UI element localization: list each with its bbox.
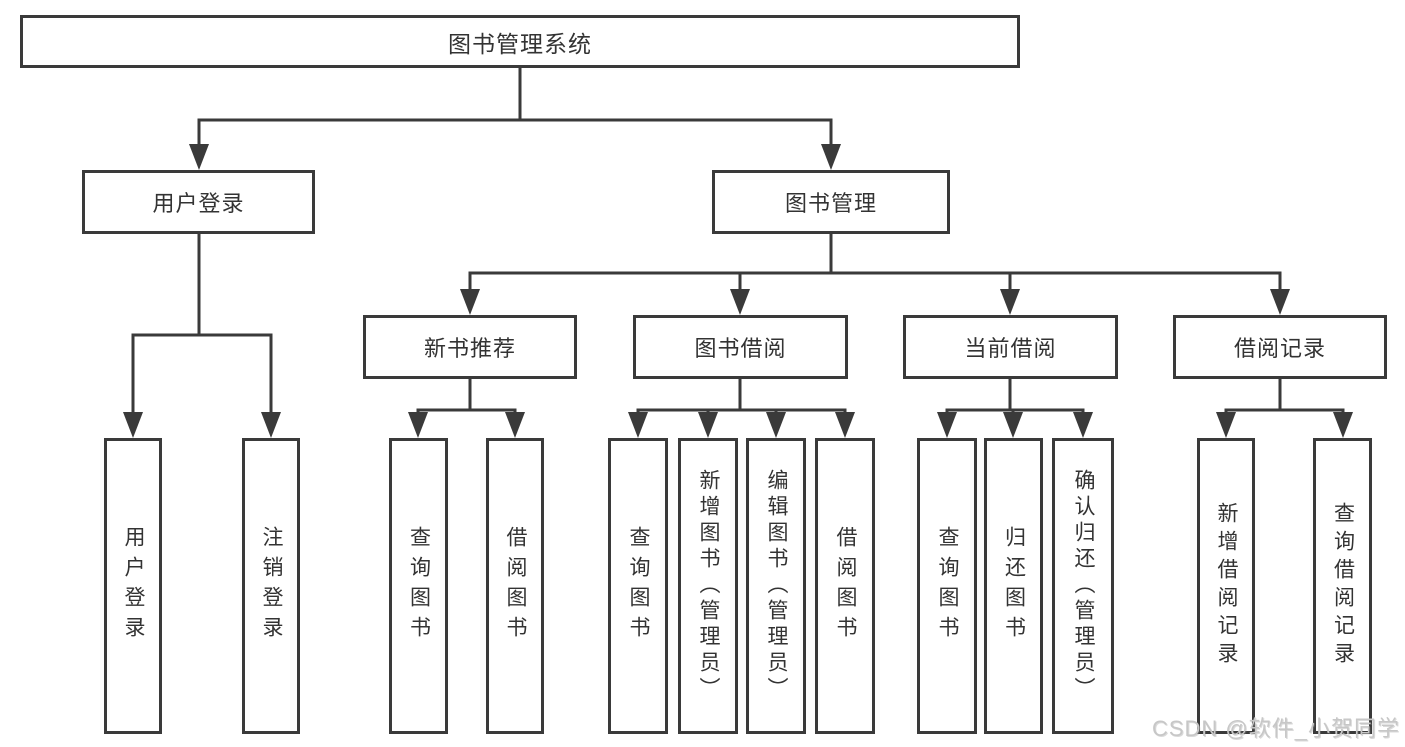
connector-bookmgmt-to-level3: [468, 234, 1282, 292]
node-leaf-current-confirm-return-admin: 确认归还（管理员）: [1052, 438, 1114, 734]
node-leaf-rec-query-books: 查询图书: [389, 438, 448, 734]
node-leaf-current-return-books: 归还图书: [984, 438, 1043, 734]
node-leaf-add-borrow-record: 新增借阅记录: [1197, 438, 1255, 734]
node-current-borrowing: 当前借阅: [903, 315, 1118, 379]
node-leaf-user-login: 用户登录: [104, 438, 162, 734]
connector-records-children: [1224, 379, 1345, 416]
connector-root-to-level2: [197, 68, 833, 150]
node-leaf-current-query-books: 查询图书: [917, 438, 977, 734]
node-book-management: 图书管理: [712, 170, 950, 234]
node-leaf-rec-borrow-books: 借阅图书: [486, 438, 544, 734]
node-book-borrowing: 图书借阅: [633, 315, 848, 379]
node-new-book-recommendation: 新书推荐: [363, 315, 577, 379]
csdn-watermark: CSDN @软件_小贺同学: [1151, 716, 1400, 741]
node-leaf-borrow-borrow-books: 借阅图书: [815, 438, 875, 734]
node-library-management-system: 图书管理系统: [20, 15, 1020, 68]
node-leaf-logout: 注销登录: [242, 438, 300, 734]
arrowheads-level3: [460, 289, 1290, 315]
connector-newrec-children: [416, 379, 517, 416]
node-leaf-borrow-add-books-admin: 新增图书（管理员）: [678, 438, 738, 734]
arrowheads-level2: [189, 144, 841, 170]
connector-userlogin-children: [131, 234, 273, 416]
node-borrowing-records: 借阅记录: [1173, 315, 1387, 379]
connector-borrow-children: [636, 379, 847, 416]
node-leaf-borrow-query-books: 查询图书: [608, 438, 668, 734]
arrowheads-level4: [123, 412, 1353, 438]
node-user-login: 用户登录: [82, 170, 315, 234]
node-leaf-query-borrow-record: 查询借阅记录: [1313, 438, 1372, 734]
connector-current-children: [945, 379, 1085, 416]
node-leaf-borrow-edit-books-admin: 编辑图书（管理员）: [746, 438, 806, 734]
